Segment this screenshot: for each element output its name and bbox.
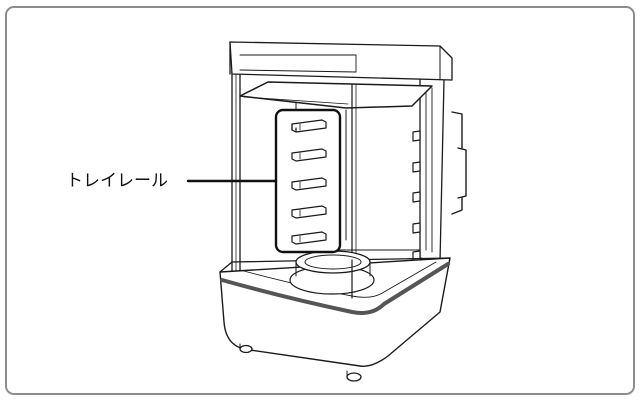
tray-rail bbox=[291, 205, 327, 219]
right-rails bbox=[412, 130, 421, 262]
printer-top-plate bbox=[239, 81, 433, 109]
printer-foot-right bbox=[346, 372, 362, 382]
tray-rail bbox=[291, 231, 327, 245]
printer-foot-left bbox=[239, 344, 253, 354]
tray-rail bbox=[291, 148, 327, 162]
printer-base-band bbox=[220, 262, 450, 315]
tray-rail-callout-label: トレイレール bbox=[66, 171, 168, 191]
printer-top-unit bbox=[229, 41, 453, 81]
tray-rails bbox=[291, 119, 327, 245]
printer-stage bbox=[289, 250, 375, 299]
tray-rail bbox=[291, 177, 327, 191]
printer-base bbox=[219, 257, 451, 367]
tray-rail bbox=[291, 119, 327, 133]
